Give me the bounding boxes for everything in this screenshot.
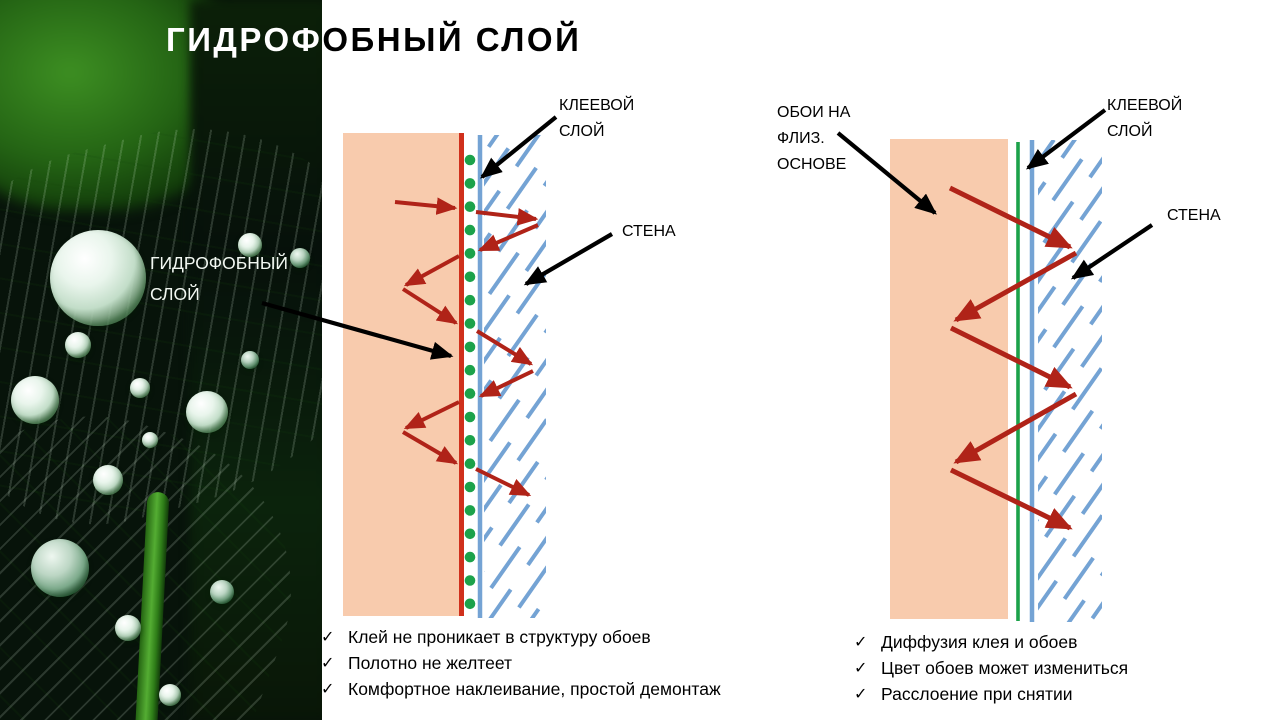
wall-callout-arrow	[523, 232, 614, 286]
page-title-on-photo: ГИДРОФ	[166, 21, 323, 58]
wall-label-right: СТЕНА	[1167, 207, 1221, 224]
wallpaper-label-line3: ОСНОВЕ	[777, 156, 847, 173]
glue-bounce-arrows	[394, 197, 539, 497]
water-drop	[31, 539, 89, 597]
water-drop	[115, 615, 141, 641]
wallpaper-label-right: ОБОИ НА ФЛИЗ. ОСНОВЕ	[777, 100, 850, 178]
water-drop	[11, 376, 59, 424]
glue-layer-label-right: КЛЕЕВОЙ СЛОЙ	[1107, 93, 1182, 145]
wall-label-left: СТЕНА	[622, 223, 676, 240]
water-drop	[142, 432, 158, 448]
water-drop	[159, 684, 181, 706]
wallpaper-label-line2: ФЛИЗ.	[777, 130, 825, 147]
checklist-item: ✓ Цвет обоев может измениться	[854, 655, 1128, 681]
wall-hatching	[1038, 140, 1102, 622]
glue-layer-label-line2: СЛОЙ	[1107, 123, 1153, 140]
checklist-item-text: Комфортное наклеивание, простой демонтаж	[348, 678, 721, 699]
checklist-item-text: Полотно не желтеет	[348, 652, 513, 673]
water-drop	[186, 391, 228, 433]
page-title: ГИДРОФОБНЫЙ СЛОЙ	[166, 21, 581, 59]
checkmark-icon: ✓	[854, 660, 868, 677]
water-drop	[65, 332, 91, 358]
hydrophobic-layer-label-line1: ГИДРОФОБНЫЙ	[150, 253, 288, 273]
checklist-item: ✓ Диффузия клея и обоев	[854, 629, 1128, 655]
water-drop	[238, 233, 262, 257]
hydrophobic-callout-arrow	[261, 300, 454, 360]
checkmark-icon: ✓	[321, 655, 335, 672]
left-diagram	[261, 115, 614, 618]
checkmark-icon: ✓	[854, 686, 868, 703]
checklist-item-text: Цвет обоев может измениться	[881, 657, 1129, 678]
checklist-item: ✓ Расслоение при снятии	[854, 681, 1128, 707]
wall-hatching	[484, 135, 546, 618]
checklist-item-text: Диффузия клея и обоев	[881, 631, 1078, 652]
glue-diffusion-arrows	[948, 185, 1078, 531]
water-drop	[50, 230, 146, 326]
checkmark-icon: ✓	[321, 629, 335, 646]
water-drop	[130, 378, 150, 398]
hydrophobic-layer-label: ГИДРОФОБНЫЙ СЛОЙ	[150, 248, 288, 310]
hydrophobic-layer-label-line2: СЛОЙ	[150, 284, 200, 304]
water-drop	[290, 248, 310, 268]
wall-callout-arrow	[1070, 223, 1154, 280]
glue-callout-arrow	[1025, 108, 1107, 170]
leaf-photo: ГИДРОФОБНЫЙ СЛОЙ	[0, 0, 322, 720]
right-diagram-checklist: ✓ Диффузия клея и обоев ✓ Цвет обоев мож…	[854, 629, 1128, 707]
water-drop	[241, 351, 259, 369]
glue-layer-label-line1: КЛЕЕВОЙ	[1107, 97, 1183, 114]
glue-dots	[464, 154, 476, 610]
glue-layer-label-line1: КЛЕЕВОЙ	[559, 97, 635, 114]
wallpaper-label-line1: ОБОИ НА	[777, 104, 851, 121]
checklist-item: ✓ Клей не проникает в структуру обоев	[321, 624, 721, 650]
checklist-item-text: Клей не проникает в структуру обоев	[348, 626, 651, 647]
callout-arrows-left	[261, 115, 614, 360]
glue-layer-label-left: КЛЕЕВОЙ СЛОЙ	[559, 93, 634, 145]
callout-arrows-right	[836, 108, 1154, 280]
left-diagram-checklist: ✓ Клей не проникает в структуру обоев ✓ …	[321, 624, 721, 702]
checkmark-icon: ✓	[321, 681, 335, 698]
checklist-item-text: Расслоение при снятии	[881, 683, 1073, 704]
page-title-on-white: ОБНЫЙ СЛОЙ	[322, 21, 582, 58]
glue-callout-arrow	[480, 115, 558, 179]
checkmark-icon: ✓	[854, 634, 868, 651]
right-diagram	[836, 108, 1154, 622]
glue-layer-label-line2: СЛОЙ	[559, 123, 605, 140]
water-drop	[93, 465, 123, 495]
checklist-item: ✓ Полотно не желтеет	[321, 650, 721, 676]
wallpaper-callout-arrow	[836, 131, 937, 215]
water-drop	[210, 580, 234, 604]
checklist-item: ✓ Комфортное наклеивание, простой демонт…	[321, 676, 721, 702]
wallpaper-rect	[890, 139, 1008, 619]
